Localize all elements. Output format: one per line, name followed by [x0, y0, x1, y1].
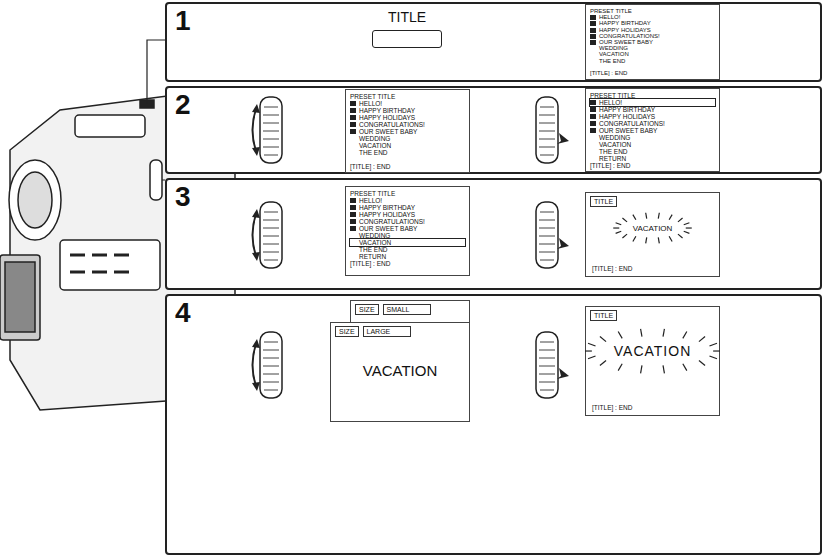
- menu-item: PRESET TITLE: [590, 92, 715, 99]
- menu-item: PRESET TITLE: [590, 8, 715, 14]
- menu-item: HAPPY BIRTHDAY: [350, 204, 465, 211]
- menu-item: HAPPY BIRTHDAY: [590, 106, 715, 113]
- size-value: LARGE: [363, 326, 411, 337]
- menu-item: CONGRATULATIONS!: [590, 33, 715, 39]
- menu-item: VACATION: [590, 51, 715, 57]
- control-dial: [536, 332, 569, 398]
- title-text: VACATION: [362, 362, 438, 379]
- menu-item: HELLO!: [350, 100, 465, 107]
- menu-item: HAPPY HOLIDAYS: [350, 211, 465, 218]
- menu-item: PRESET TITLE: [350, 190, 465, 197]
- menu-item: OUR SWEET BABY: [350, 128, 465, 135]
- menu-item: [TITLE] : END: [592, 404, 632, 411]
- title-text: VACATION: [331, 367, 469, 374]
- menu-item: WEDDING: [350, 232, 465, 239]
- control-dial: [536, 97, 569, 163]
- menu-item: THE END: [590, 148, 715, 155]
- menu-item: VACATION: [590, 141, 715, 148]
- menu-item: HELLO!: [590, 14, 715, 20]
- menu-item: OUR SWEET BABY: [590, 39, 715, 45]
- lcd-screen: TITLE VACATION [TITLE] : END: [585, 306, 720, 416]
- menu-item: [TITLE] : END: [590, 162, 715, 169]
- lcd-screen: PRESET TITLEHELLO!HAPPY BIRTHDAYHAPPY HO…: [585, 4, 720, 80]
- menu-item: PRESET TITLE: [350, 93, 465, 100]
- control-dial: [252, 332, 282, 398]
- step-panel: 3 PRESET TITLEHELLO!HAPPY BIRTHDAYHAPPY H…: [165, 178, 822, 290]
- control-dial: [536, 202, 569, 268]
- title-text: VACATION: [613, 343, 693, 359]
- lcd-screen: PRESET TITLEHELLO!HAPPY BIRTHDAYHAPPY HO…: [345, 186, 470, 276]
- menu-item: OUR SWEET BABY: [590, 127, 715, 134]
- menu-item: THE END: [350, 149, 465, 156]
- menu-item: CONGRATULATIONS!: [590, 120, 715, 127]
- step-panel: 4SIZESMALLSIZELARGEVACATIONTITLEVACATION…: [165, 294, 822, 555]
- menu-item: THE END: [590, 58, 715, 64]
- menu-item: [TITLE] : END: [590, 70, 715, 76]
- step-panel: 1TITLEPRESET TITLEHELLO!HAPPY BIRTHDAYHA…: [165, 2, 822, 82]
- button-label: TITLE: [388, 9, 426, 25]
- menu-item: WEDDING: [590, 134, 715, 141]
- lcd-screen: PRESET TITLEHELLO!HAPPY BIRTHDAYHAPPY HO…: [585, 88, 720, 172]
- title-tag: TITLE: [590, 196, 617, 207]
- menu-item: CONGRATULATIONS!: [350, 121, 465, 128]
- control-dial: [252, 97, 282, 163]
- title-text: VACATION: [632, 224, 674, 233]
- size-value: SMALL: [383, 304, 431, 315]
- step-panel: 2PRESET TITLEHELLO!HAPPY BIRTHDAYHAPPY H…: [165, 86, 822, 174]
- menu-item: HELLO!: [350, 197, 465, 204]
- size-row: SIZE LARGE: [335, 326, 465, 337]
- menu-item: WEDDING: [350, 135, 465, 142]
- menu-item: RETURN: [350, 253, 465, 260]
- step-number: 2: [175, 91, 191, 119]
- size-tag: SIZE: [355, 304, 379, 315]
- menu-item: [TITLE] : END: [350, 163, 465, 170]
- menu-item: VACATION: [350, 142, 465, 149]
- menu-item: HAPPY HOLIDAYS: [590, 113, 715, 120]
- menu-item: HAPPY HOLIDAYS: [590, 27, 715, 33]
- menu-item: [TITLE] : END: [592, 265, 632, 272]
- control-dial: [252, 202, 282, 268]
- title-text: VACATION: [586, 348, 719, 355]
- menu-item: HAPPY BIRTHDAY: [590, 20, 715, 26]
- title-button: TITLE: [372, 30, 442, 48]
- menu-item: [TITLE] : END: [350, 260, 465, 267]
- menu-item: RETURN: [590, 155, 715, 162]
- menu-item: OUR SWEET BABY: [350, 225, 465, 232]
- lcd-screen: PRESET TITLEHELLO!HAPPY BIRTHDAYHAPPY HO…: [345, 89, 470, 173]
- step-number: 1: [175, 7, 191, 35]
- menu-item: CONGRATULATIONS!: [350, 218, 465, 225]
- step-number: 3: [175, 183, 191, 211]
- step-number: 4: [175, 299, 191, 327]
- lcd-screen: TITLE VACATION [TITLE] : END: [585, 192, 720, 277]
- menu-item: HAPPY BIRTHDAY: [350, 107, 465, 114]
- menu-item: VACATION: [350, 239, 465, 246]
- title-text: VACATION: [586, 225, 719, 232]
- menu-item: HELLO!: [590, 99, 715, 106]
- flash-rays: [585, 306, 720, 416]
- size-tag: SIZE: [335, 326, 359, 337]
- size-row: SIZE SMALL: [355, 304, 465, 315]
- title-tag: TITLE: [590, 310, 617, 321]
- lcd-screen: SIZE LARGE VACATION: [330, 322, 470, 422]
- menu-item: THE END: [350, 246, 465, 253]
- menu-item: WEDDING: [590, 45, 715, 51]
- menu-item: HAPPY HOLIDAYS: [350, 114, 465, 121]
